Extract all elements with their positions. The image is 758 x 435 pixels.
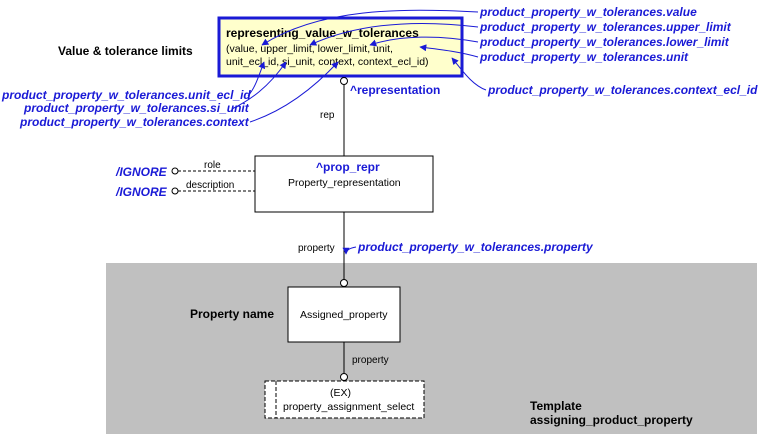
annotation-unit-ecl-id: product_property_w_tolerances.unit_ecl_i…: [1, 88, 251, 102]
property-assignment-select-box[interactable]: [264, 380, 425, 419]
annotation-si-unit: product_property_w_tolerances.si_unit: [23, 101, 250, 115]
assigned-property-name: Assigned_property: [300, 309, 388, 321]
role-label: role: [204, 160, 221, 171]
annotation-arrows: [231, 9, 487, 123]
entity-attrs-line2: unit_ecl_id, si_unit, context, context_e…: [226, 56, 429, 68]
template-label-line1: Template: [530, 399, 582, 413]
assigned-property-label-property: property: [352, 355, 389, 366]
template-region: [106, 263, 757, 434]
rep-label: rep: [320, 110, 335, 121]
annotation-lower-limit: product_property_w_tolerances.lower_limi…: [479, 35, 730, 49]
annotation-value: product_property_w_tolerances.value: [479, 5, 697, 19]
prop-repr-ref: ^prop_repr: [316, 160, 380, 174]
entity-name: representing_value_w_tolerances: [226, 26, 419, 40]
representation-connector: [340, 77, 348, 85]
entity-attrs-line1: (value, upper_limit, lower_limit, unit,: [226, 43, 393, 55]
ignore-role: /IGNORE: [115, 165, 168, 179]
annotation-context: product_property_w_tolerances.context: [19, 115, 250, 129]
annotation-context-ecl-id: product_property_w_tolerances.context_ec…: [487, 83, 758, 97]
annotation-property: product_property_w_tolerances.property: [357, 240, 594, 254]
prop-repr-name: Property_representation: [288, 177, 401, 189]
assigned-property-label: Property name: [190, 307, 274, 321]
select-name: property_assignment_select: [283, 401, 414, 413]
template-label-line2: assigning_product_property: [530, 413, 693, 427]
entity-label: Value & tolerance limits: [58, 44, 193, 58]
description-label: description: [186, 180, 234, 191]
select-ex: (EX): [330, 387, 351, 399]
representation-ref: ^representation: [350, 83, 440, 97]
annotation-unit: product_property_w_tolerances.unit: [479, 50, 689, 64]
annotation-upper-limit: product_property_w_tolerances.upper_limi…: [479, 20, 732, 34]
assigned-property-box[interactable]: [287, 286, 401, 343]
property-label: property: [298, 243, 335, 254]
ignore-description: /IGNORE: [115, 185, 168, 199]
